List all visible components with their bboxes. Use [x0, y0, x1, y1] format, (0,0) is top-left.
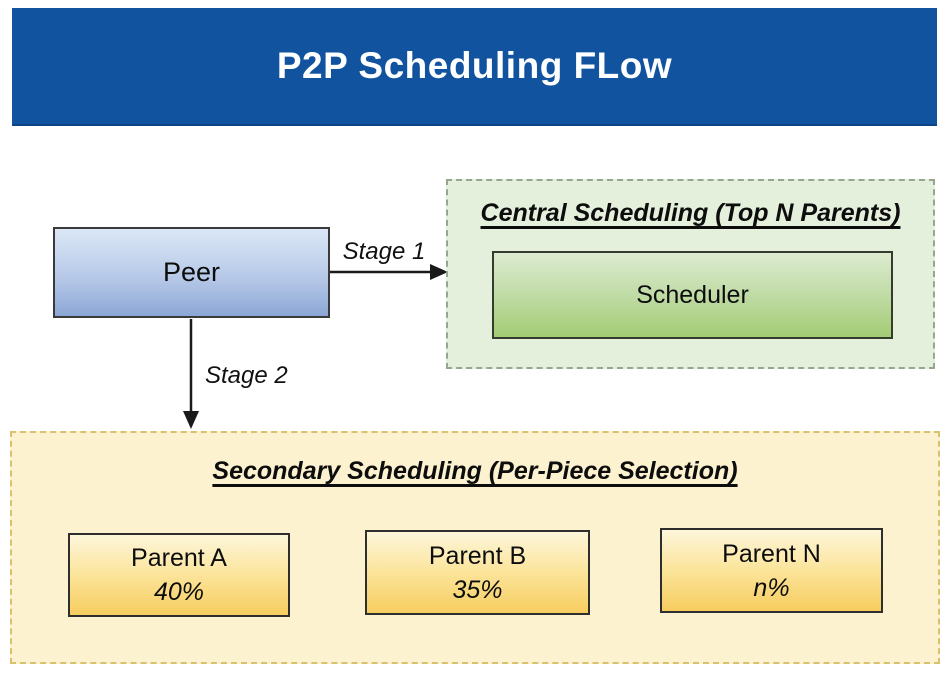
parent-n-label: Parent N — [722, 539, 821, 568]
stage1-label: Stage 1 — [342, 238, 426, 265]
scheduler-node-label: Scheduler — [636, 280, 749, 309]
parent-b-label: Parent B — [428, 541, 527, 570]
diagram-title: P2P Scheduling FLow — [276, 45, 673, 86]
central-scheduling-title: Central Scheduling (Top N Parents) — [480, 199, 901, 227]
peer-node: Peer — [53, 227, 330, 318]
parent-a-node: Parent A 40% — [68, 533, 290, 617]
parent-a-label: Parent A — [131, 544, 227, 572]
stage1-arrow-icon — [330, 264, 448, 280]
parent-n-node: Parent N n% — [660, 528, 883, 613]
parent-b-node: Parent B 35% — [365, 530, 590, 615]
secondary-scheduling-title: Secondary Scheduling (Per-Piece Selectio… — [212, 457, 738, 485]
parent-n-share: n% — [753, 573, 790, 602]
peer-node-label: Peer — [162, 257, 221, 287]
stage2-label: Stage 2 — [205, 362, 288, 389]
scheduler-node: Scheduler — [492, 251, 893, 339]
stage2-arrow-icon — [183, 319, 199, 429]
parent-a-share: 40% — [153, 578, 205, 606]
title-banner: P2P Scheduling FLow — [12, 8, 937, 126]
parent-b-share: 35% — [452, 575, 503, 604]
